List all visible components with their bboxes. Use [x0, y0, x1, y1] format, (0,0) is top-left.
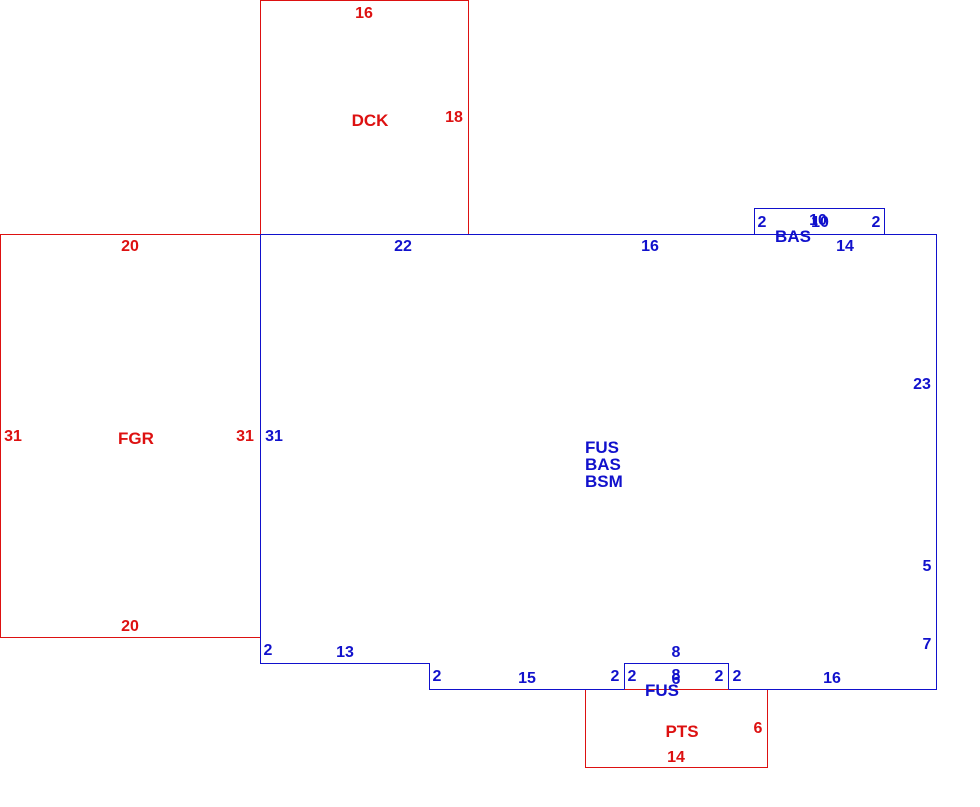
fgr-dim-right: 31: [236, 428, 254, 445]
main-dim-step-a-bottom: 13: [336, 644, 354, 661]
pts-dim-bottom: 14: [667, 749, 685, 766]
fgr-dim-bottom: 20: [121, 618, 139, 635]
main-label-bsm: BSM: [585, 472, 623, 491]
main-dim-bay-gap-right: 2: [733, 668, 742, 685]
bas-bay-dim-right: 2: [872, 214, 881, 231]
main-dim-left: 31: [265, 428, 283, 445]
fgr-label: FGR: [118, 429, 154, 448]
pts-area: PTS 6 14: [585, 689, 768, 768]
bas-bay-dim-top-a: 10: [809, 212, 827, 229]
dck-dim-top: 16: [355, 5, 373, 22]
main-dim-top-b: 16: [641, 238, 659, 255]
bas-bay-dim-left: 2: [758, 214, 767, 231]
main-label-bas: BAS: [585, 455, 621, 474]
fus-bay-dim-right: 2: [715, 668, 724, 685]
dck-label: DCK: [352, 111, 390, 130]
main-dim-top-c: 14: [836, 238, 854, 255]
main-area: FUS BAS BSM 22 16 14 31 23 5 7 2 13 2 15…: [260, 234, 937, 690]
main-dim-right-b: 5: [923, 558, 932, 575]
fus-bay-area: FUS 8 2 2 8 6: [624, 644, 729, 700]
bas-bay-label: BAS: [775, 227, 811, 246]
fus-bay-label: FUS: [645, 681, 679, 700]
main-dim-step-a-left: 2: [264, 642, 273, 659]
bas-bay-dim-top-b: 10: [811, 214, 829, 231]
fgr-area: FGR 20 20 31 31: [0, 234, 261, 638]
fus-bay-dim-center-b: 6: [672, 671, 681, 688]
fgr-dim-top: 20: [121, 238, 139, 255]
main-dim-step-b-left: 2: [433, 668, 442, 685]
main-dim-right-c: 7: [923, 636, 932, 653]
pts-label: PTS: [665, 722, 698, 741]
fgr-dim-left: 31: [4, 428, 22, 445]
main-dim-top-a: 22: [394, 238, 412, 255]
fus-bay-dim-center-a: 8: [672, 667, 681, 684]
main-dim-step-b-bottom: 15: [518, 670, 536, 687]
pts-dim-right: 6: [754, 720, 763, 737]
main-dim-right-a: 23: [913, 376, 931, 393]
main-outline: [260, 234, 937, 690]
main-label-fus: FUS: [585, 438, 619, 457]
main-dim-bottom-right: 16: [823, 670, 841, 687]
dck-dim-right: 18: [445, 109, 463, 126]
bas-bay-area: BAS 2 10 10 2: [754, 208, 885, 246]
fus-bay-dim-left: 2: [628, 668, 637, 685]
main-dim-bay-gap-left: 2: [611, 668, 620, 685]
dck-area: DCK 16 18: [260, 0, 469, 235]
bas-bay-outline: [754, 208, 885, 235]
fus-bay-outline: [624, 663, 729, 690]
fus-bay-dim-top: 8: [672, 644, 681, 661]
